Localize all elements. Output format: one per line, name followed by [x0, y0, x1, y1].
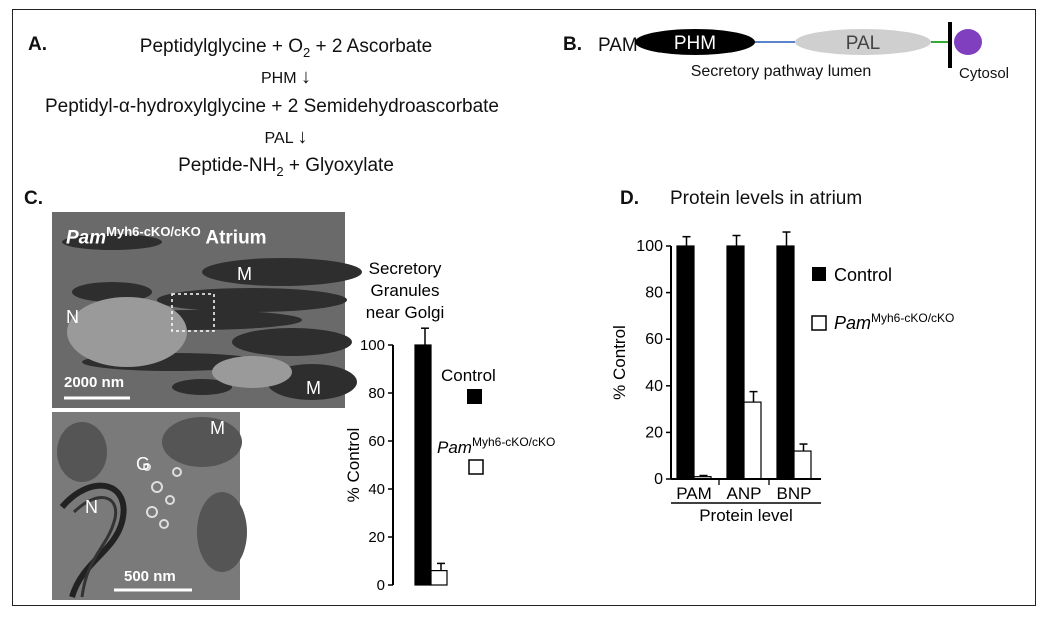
- reaction-intermediate: Peptidyl-α-hydroxylglycine + 2 Semidehyd…: [44, 96, 499, 117]
- down-arrow-icon: ↓: [297, 126, 308, 148]
- scale-text-2000: 2000 nm: [64, 374, 125, 391]
- em-genotype-label: PamMyh6-cKO/cKO Atrium: [66, 224, 267, 249]
- phm-domain: [635, 29, 755, 55]
- y-tick-label: 40: [368, 481, 385, 498]
- em-label-m2: M: [306, 378, 321, 398]
- scale-text-500: 500 nm: [124, 568, 176, 585]
- chart-title-line: near Golgi: [366, 303, 444, 322]
- panel-d-title: Protein levels in atrium: [670, 188, 863, 209]
- bar-0: [414, 344, 432, 586]
- y-tick-label: 40: [645, 378, 663, 395]
- x-tick-label: ANP: [727, 484, 762, 503]
- em-label-m3: M: [210, 418, 225, 438]
- legend-label-control: Control: [834, 265, 892, 285]
- bar-ANP-0: [726, 245, 745, 480]
- bar-ANP-1: [743, 401, 762, 480]
- inset-box: [171, 293, 215, 332]
- em-texture: [52, 212, 362, 408]
- bar-BNP-0: [776, 245, 795, 480]
- figure-frame: [12, 9, 1036, 606]
- pal-domain: [795, 29, 931, 55]
- x-tick-label: BNP: [777, 484, 812, 503]
- y-axis-label: % Control: [344, 428, 363, 503]
- y-tick-label: 0: [654, 471, 663, 488]
- panel-d-letter: D.: [620, 188, 639, 209]
- y-tick-label: 20: [368, 529, 385, 546]
- legend-swatch-ko: [811, 315, 827, 331]
- lumen-label: Secretory pathway lumen: [691, 63, 872, 80]
- enzyme-pal-step: PAL ↓: [264, 126, 308, 148]
- panel-b-letter: B.: [563, 34, 582, 55]
- bar-PAM-0: [676, 245, 695, 480]
- pam-protein-label: PAM: [598, 35, 638, 56]
- y-tick-label: 20: [645, 424, 663, 441]
- reaction-product: Peptide-NH2 + Glyoxylate: [178, 155, 394, 179]
- em-label-m1: M: [237, 264, 252, 284]
- y-tick-label: 100: [360, 337, 385, 354]
- y-tick-label: 0: [377, 577, 385, 594]
- y-tick-label: 80: [368, 385, 385, 402]
- pal-domain-label: PAL: [846, 33, 881, 54]
- enzyme-phm-step: PHM ↓: [260, 66, 311, 88]
- down-arrow-icon: ↓: [301, 66, 311, 88]
- reaction-substrate: Peptidylglycine + O2 + 2 Ascorbate: [139, 36, 433, 60]
- em-image-atrium: PamMyh6-cKO/cKO Atrium M N M 2000 nm: [52, 212, 362, 408]
- y-tick-label: 80: [645, 285, 663, 302]
- legend-swatch-control: [812, 267, 826, 281]
- phm-domain-label: PHM: [674, 33, 716, 54]
- em-label-n: N: [66, 307, 79, 327]
- cytosolic-domain: [954, 29, 982, 55]
- y-tick-label: 100: [636, 238, 663, 255]
- x-tick-label: PAM: [676, 484, 712, 503]
- y-axis-label: % Control: [610, 325, 629, 400]
- legend-swatch-control: [467, 389, 482, 404]
- em-label-n2: N: [85, 497, 98, 517]
- legend-label-ko: PamMyh6-cKO/cKO: [834, 311, 954, 333]
- em-texture-inset: [52, 412, 247, 600]
- pam-domain-diagram: PHM PAL Secretory pathway lumen Cytosol: [635, 22, 1009, 82]
- x-axis-label: Protein level: [699, 506, 793, 525]
- legend-swatch-ko: [468, 459, 484, 475]
- y-tick-label: 60: [645, 331, 663, 348]
- bar-BNP-1: [793, 450, 812, 480]
- chart-title-line: Secretory: [369, 259, 442, 278]
- y-tick-label: 60: [368, 433, 385, 450]
- chart-title-line: Granules: [371, 281, 440, 300]
- legend-label-control: Control: [441, 366, 496, 385]
- legend-label-ko: PamMyh6-cKO/cKO: [437, 435, 555, 457]
- em-label-g: G: [136, 454, 151, 474]
- bar-1: [430, 570, 448, 586]
- cytosol-label: Cytosol: [959, 65, 1009, 82]
- panel-a-letter: A.: [28, 34, 47, 55]
- em-image-golgi: M G N 500 nm: [52, 412, 247, 600]
- panel-c-letter: C.: [24, 188, 43, 209]
